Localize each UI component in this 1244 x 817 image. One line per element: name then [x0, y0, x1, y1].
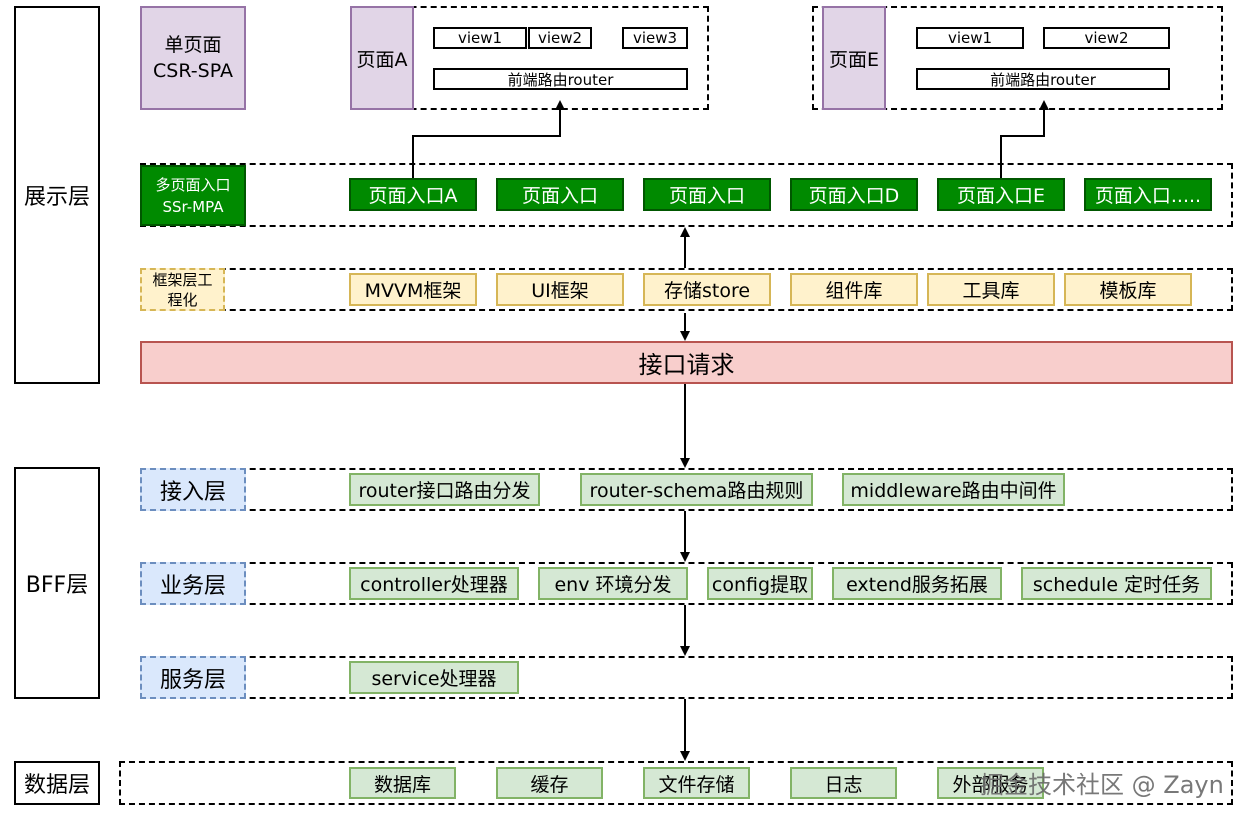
- mpa-entry-d: 页面入口D: [790, 178, 918, 211]
- access-middleware: middleware路由中间件: [842, 473, 1065, 506]
- business-layer-label: 业务层: [140, 562, 246, 605]
- framework-templates: 模板库: [1064, 273, 1192, 306]
- watermark: 掘金技术社区 @ Zayn: [980, 771, 1224, 799]
- service-handler: service处理器: [349, 661, 519, 694]
- data-log: 日志: [790, 767, 897, 799]
- data-external-service: 外部服务: [937, 767, 1044, 799]
- access-router-schema: router-schema路由规则: [580, 473, 813, 506]
- data-cache: 缓存: [496, 767, 603, 799]
- api-request-bar: 接口请求: [140, 341, 1233, 384]
- mpa-line1: 多页面入口: [155, 175, 231, 194]
- business-config: config提取: [707, 567, 813, 600]
- page-a-view3: view3: [622, 27, 688, 49]
- framework-line2: 程化: [167, 290, 198, 309]
- data-layer-row: [119, 761, 1233, 805]
- page-a-view1: view1: [433, 27, 527, 49]
- data-layer-label: 数据层: [14, 761, 100, 805]
- access-router: router接口路由分发: [349, 473, 540, 506]
- page-a-view2: view2: [528, 27, 592, 49]
- spa-line2: CSR-SPA: [153, 60, 233, 82]
- business-env: env 环境分发: [538, 567, 688, 600]
- mpa-entry-a: 页面入口A: [349, 178, 477, 211]
- page-e-label: 页面E: [822, 6, 886, 110]
- business-extend: extend服务拓展: [832, 567, 1002, 600]
- mpa-entry-c: 页面入口: [643, 178, 771, 211]
- page-e-container: [812, 6, 1223, 110]
- mpa-entry-b: 页面入口: [496, 178, 624, 211]
- page-e-view2: view2: [1043, 27, 1170, 49]
- mpa-entry-e: 页面入口E: [937, 178, 1065, 211]
- data-database: 数据库: [349, 767, 456, 799]
- framework-line1: 框架层工: [152, 270, 213, 289]
- mpa-label: 多页面入口 SSr-MPA: [140, 165, 246, 226]
- page-e-view1: view1: [916, 27, 1024, 49]
- display-layer-label: 展示层: [14, 6, 100, 384]
- page-e-router: 前端路由router: [916, 68, 1170, 90]
- mpa-line2: SSr-MPA: [162, 197, 224, 216]
- framework-store: 存储store: [643, 273, 771, 306]
- arrow-entry-e-to-router: [1000, 100, 1049, 178]
- arrow-entry-a-to-router: [412, 100, 565, 178]
- bff-layer-label: BFF层: [14, 467, 100, 699]
- service-layer-label: 服务层: [140, 656, 246, 699]
- spa-line1: 单页面: [164, 34, 222, 56]
- framework-label: 框架层工 程化: [140, 268, 225, 311]
- business-schedule: schedule 定时任务: [1021, 567, 1212, 600]
- access-layer-label: 接入层: [140, 468, 246, 511]
- page-a-router: 前端路由router: [433, 68, 688, 90]
- framework-tools: 工具库: [927, 273, 1055, 306]
- mpa-entry-more: 页面入口.....: [1084, 178, 1212, 211]
- spa-box: 单页面 CSR-SPA: [140, 6, 246, 110]
- framework-components: 组件库: [790, 273, 918, 306]
- framework-ui: UI框架: [496, 273, 624, 306]
- business-controller: controller处理器: [349, 567, 519, 600]
- data-file-storage: 文件存储: [643, 767, 750, 799]
- framework-mvvm: MVVM框架: [349, 273, 477, 306]
- page-a-label: 页面A: [350, 6, 414, 110]
